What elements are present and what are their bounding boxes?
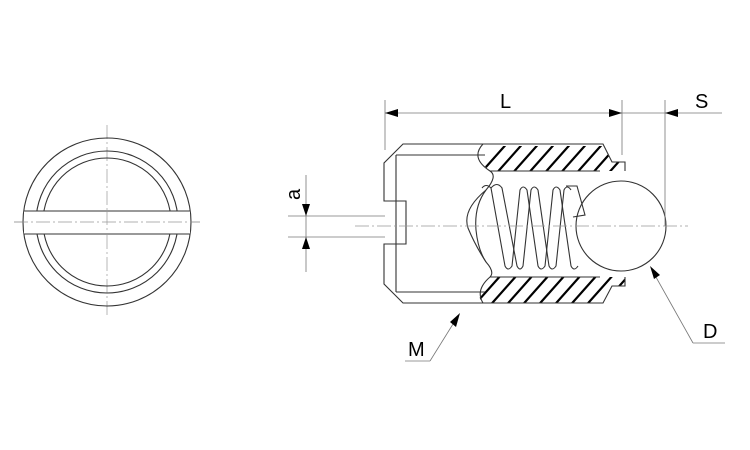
- label-D: D: [703, 321, 717, 343]
- leader-M: M: [405, 313, 460, 362]
- label-M: M: [408, 339, 425, 361]
- plunger-body-outline: [383, 143, 626, 304]
- end-view: [14, 125, 200, 318]
- label-S: S: [695, 91, 708, 113]
- leader-D: D: [650, 266, 725, 344]
- dimension-L: L: [384, 91, 623, 155]
- dimension-a: a: [283, 175, 385, 272]
- label-a: a: [283, 188, 305, 200]
- spring: [481, 183, 586, 270]
- label-L: L: [500, 91, 511, 113]
- dimension-S: S: [622, 91, 722, 226]
- section-view: [355, 143, 688, 304]
